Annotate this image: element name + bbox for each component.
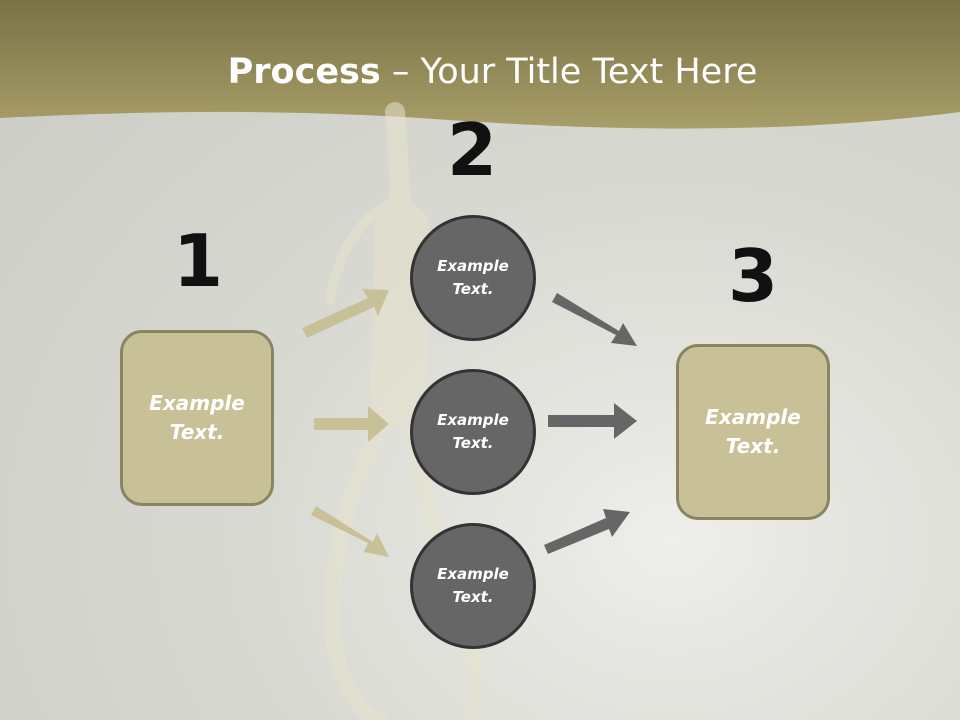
step1-box-line2: Text. [169,420,225,444]
circle-middle-line2: Text. [452,434,494,452]
arrow-from-circle-middle [548,403,637,439]
step1-box-line1: Example [149,391,245,415]
arrow-to-circle-bottom [311,506,389,557]
circle-top-line1: Example [437,257,509,275]
arrow-from-circle-top [552,293,637,346]
header-band [0,0,960,129]
step3-box-line2: Text. [725,434,781,458]
arrow-from-circle-bottom [544,509,630,554]
circle-top-line2: Text. [452,280,494,298]
step-number-2: 2 [446,108,498,192]
slide-title: Process – Your Title Text Here [0,52,960,92]
slide-title-rest: – Your Title Text Here [380,52,758,92]
step-number-3: 3 [727,234,779,318]
step3-box-line1: Example [705,405,801,429]
arrow-to-circle-top [302,289,389,338]
arrow-to-circle-middle [314,406,389,442]
slide-title-bold: Process [227,52,381,92]
circle-bottom-line2: Text. [452,588,494,606]
circle-middle-line1: Example [437,411,509,429]
step-number-1: 1 [172,219,224,303]
circle-bottom-line1: Example [437,565,509,583]
